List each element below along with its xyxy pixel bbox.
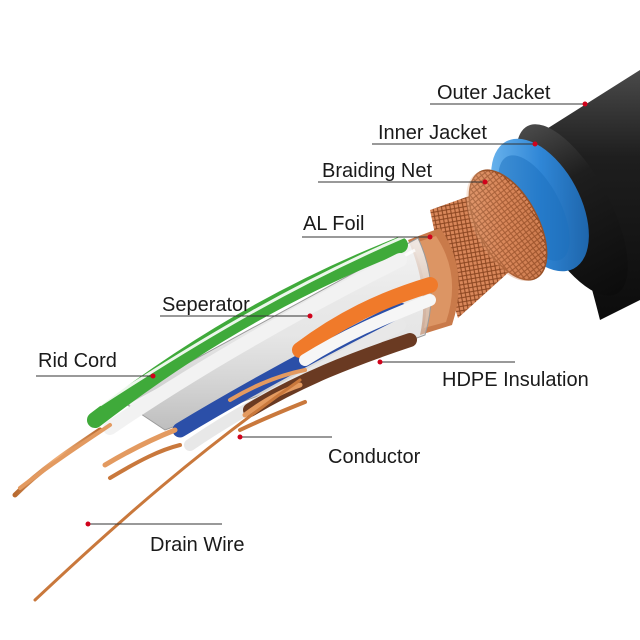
label-hdpe-insulation: HDPE Insulation [442, 369, 589, 391]
dot-conductor [237, 434, 243, 440]
copper-conductors [12, 368, 307, 498]
label-conductor: Conductor [328, 446, 421, 468]
drain-wire [33, 378, 302, 602]
label-rid-cord: Rid Cord [38, 350, 117, 372]
dot-drain-wire [85, 521, 91, 527]
dot-rid-cord [150, 373, 156, 379]
dot-seperator [307, 313, 313, 319]
dot-al-foil [427, 234, 433, 240]
dot-inner-jacket [532, 141, 538, 147]
label-braiding-net: Braiding Net [322, 160, 433, 182]
label-outer-jacket: Outer Jacket [437, 82, 551, 104]
leader-lines [36, 103, 585, 525]
dot-hdpe-insulation [377, 359, 383, 365]
dot-outer-jacket [582, 101, 588, 107]
label-al-foil: AL Foil [303, 213, 365, 235]
label-inner-jacket: Inner Jacket [378, 122, 487, 144]
leader-dots [85, 101, 588, 527]
dot-braiding-net [482, 179, 488, 185]
label-drain-wire: Drain Wire [150, 534, 245, 556]
label-seperator: Seperator [162, 294, 250, 316]
